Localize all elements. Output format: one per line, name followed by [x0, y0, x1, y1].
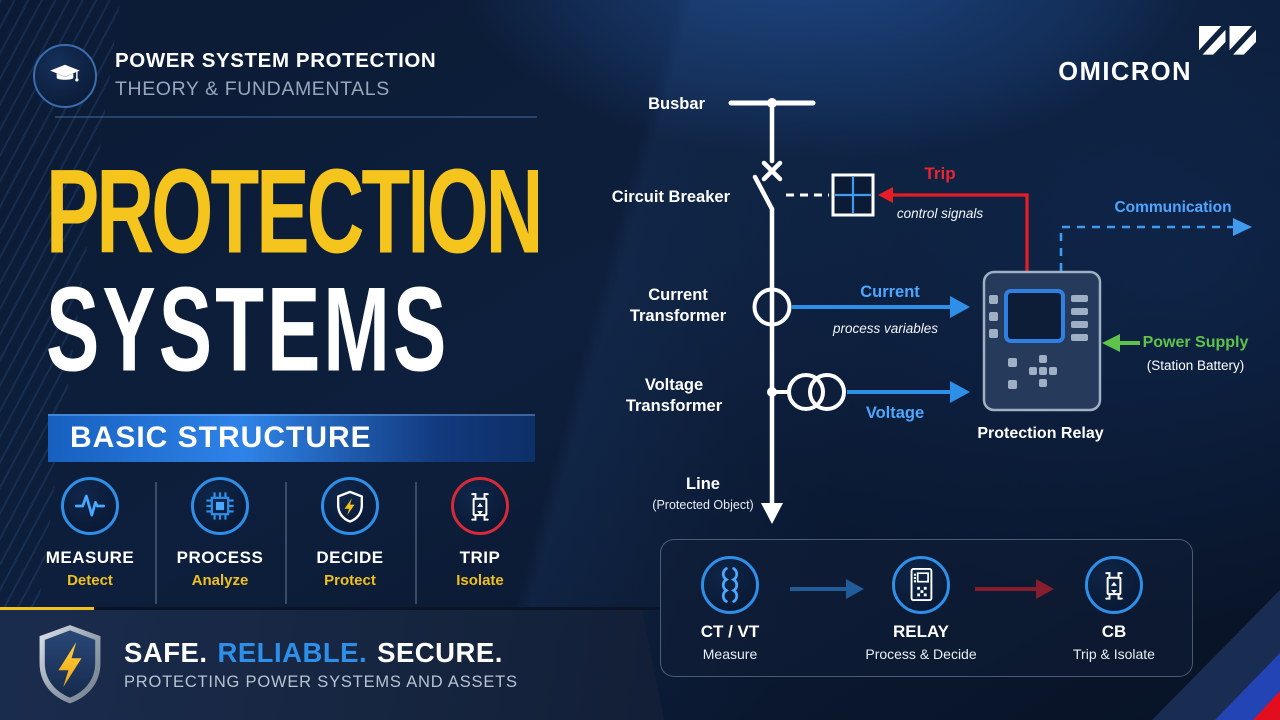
flow-item-subtitle: Trip & Isolate [1073, 646, 1155, 662]
step-divider [415, 482, 417, 604]
step-label: MEASURE [45, 548, 135, 567]
circuit-breaker-label: Circuit Breaker [611, 188, 730, 206]
power-supply-label: Power Supply [1142, 334, 1249, 351]
label-subline: (Protected Object) [652, 498, 754, 512]
shield-lightning-icon [30, 622, 110, 706]
busbar-label: Busbar [648, 95, 705, 113]
brand-wordmark: OMICRON [1058, 58, 1192, 86]
voltage-transformer-label: Voltage Transformer [594, 375, 754, 417]
flow-arrow-blue [790, 579, 864, 599]
footer-word-secure: SECURE. [377, 637, 503, 668]
flow-arrow-red [975, 579, 1054, 599]
footer-banner [0, 610, 664, 720]
step-process: PROCESS Analyze [155, 477, 285, 589]
step-trip: TRIP Isolate [415, 477, 545, 589]
control-signals-label: control signals [896, 206, 984, 221]
subtitle-badge: BASIC STRUCTURE [48, 414, 535, 462]
trip-signal-path [878, 187, 1029, 271]
relay-device-icon [892, 556, 950, 614]
step-label: PROCESS [176, 548, 264, 567]
main-title-line1: PROTECTION [46, 144, 543, 278]
process-variables-label: process variables [832, 321, 939, 336]
protection-relay-label: Protection Relay [977, 425, 1104, 442]
line-label: Line (Protected Object) [623, 474, 783, 516]
flow-item-subtitle: Measure [702, 646, 758, 662]
step-measure: MEASURE Detect [25, 477, 155, 589]
flow-item-title: RELAY [892, 622, 950, 641]
protection-relay-device [982, 270, 1102, 412]
step-decide: DECIDE Protect [285, 477, 415, 589]
step-divider [285, 482, 287, 604]
power-supply-arrow [1102, 334, 1140, 352]
transformer-winding-icon [701, 556, 759, 614]
processor-chip-icon [191, 477, 249, 535]
footer-banner-topline [0, 607, 660, 610]
label-line: Voltage [644, 376, 704, 394]
voltage-signal-label: Voltage [865, 404, 925, 422]
series-title: POWER SYSTEM PROTECTION [115, 49, 437, 72]
header-divider [55, 116, 537, 118]
voltage-transformer-symbol [767, 373, 846, 411]
flow-item-subtitle: Process & Decide [865, 646, 977, 662]
feeder-arrowhead [761, 503, 783, 524]
label-line: Transformer [625, 397, 723, 415]
communication-path [1059, 218, 1252, 271]
omicron-quotes-logo-icon [1199, 26, 1256, 59]
footer-subtitle: PROTECTING POWER SYSTEMS AND ASSETS [124, 673, 518, 691]
step-sublabel: Isolate [456, 572, 504, 589]
flow-item-title: CT / VT [700, 622, 760, 641]
footer-word-reliable: RELIABLE. [217, 637, 368, 668]
circuit-breaker-icon [1085, 556, 1143, 614]
circuit-breaker-icon [451, 477, 509, 535]
graduation-cap-icon [33, 44, 97, 108]
current-signal-arrow [792, 296, 970, 318]
trip-label: Trip [924, 164, 956, 183]
voltage-signal-arrow [847, 381, 970, 403]
communication-label: Communication [1114, 199, 1232, 216]
footer-banner-accent [0, 607, 94, 610]
current-transformer-symbol [752, 287, 792, 327]
step-sublabel: Detect [67, 572, 113, 589]
label-line: Current [648, 286, 708, 304]
step-divider [155, 482, 157, 604]
step-label: DECIDE [316, 548, 384, 567]
footer-word-safe: SAFE. [124, 637, 208, 668]
main-title-line2: SYSTEMS [46, 262, 450, 396]
footer-headline: SAFE. RELIABLE. SECURE. [124, 637, 513, 669]
step-sublabel: Analyze [191, 572, 249, 589]
shield-lightning-icon [321, 477, 379, 535]
station-battery-label: (Station Battery) [1146, 358, 1245, 373]
circuit-breaker-symbol [752, 160, 783, 212]
label-line: Line [686, 475, 720, 493]
step-label: TRIP [459, 548, 501, 567]
label-line: Transformer [629, 307, 727, 325]
breaker-control-box [831, 173, 875, 217]
waveform-icon [61, 477, 119, 535]
current-signal-label: Current [860, 283, 920, 301]
current-transformer-label: Current Transformer [598, 285, 758, 327]
step-sublabel: Protect [324, 572, 376, 589]
flow-item-title: CB [1101, 622, 1127, 641]
series-subtitle: THEORY & FUNDAMENTALS [115, 78, 390, 100]
